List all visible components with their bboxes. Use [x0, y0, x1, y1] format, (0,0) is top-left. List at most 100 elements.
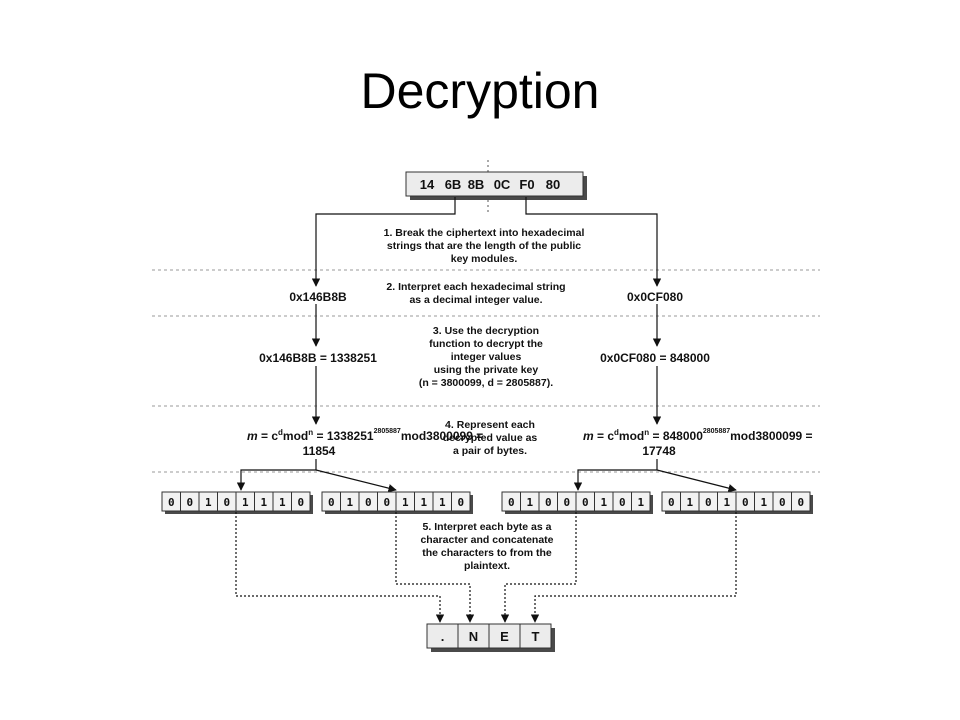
left-formula: m = cdmodn = 13382512805887mod3800099 = [247, 428, 483, 443]
bit-value: 0 [365, 496, 372, 509]
formula-m: m [583, 429, 594, 443]
bit-value: 1 [439, 496, 446, 509]
bit-value: 0 [619, 496, 626, 509]
right-result: 17748 [642, 444, 676, 458]
bit-value: 1 [686, 496, 693, 509]
left-decimal-value: 0x146B8B = 1338251 [259, 351, 377, 365]
bit-value: 0 [705, 496, 712, 509]
ciphertext-byte: 14 [420, 177, 435, 192]
step-5-line: character and concatenate [420, 534, 553, 546]
formula-m: m [247, 429, 258, 443]
bit-value: 0 [582, 496, 589, 509]
plaintext-cell [519, 623, 552, 649]
step-number: 3. [433, 325, 442, 337]
connector-right-split [525, 197, 662, 287]
bit-value: 0 [328, 496, 335, 509]
step-1-line: key modules. [451, 253, 518, 265]
step-number: 4. [445, 419, 454, 431]
bit-cell [451, 491, 471, 512]
bit-value: 1 [637, 496, 644, 509]
bit-value: 0 [742, 496, 749, 509]
bit-value: 0 [797, 496, 804, 509]
bit-value: 0 [297, 496, 304, 509]
formula-rest: mod3800099 = [730, 429, 812, 443]
ciphertext-byte: 6B [445, 177, 462, 192]
connector-byte4-to-t [530, 512, 737, 623]
connector-right-result-to-byte2 [656, 469, 737, 493]
bit-value: 0 [383, 496, 390, 509]
right-decimal-value: 0x0CF080 = 848000 [600, 351, 710, 365]
bit-cell [791, 491, 811, 512]
bit-value: 0 [223, 496, 230, 509]
bit-value: 0 [545, 496, 552, 509]
slide-title: Decryption [360, 63, 600, 119]
connector-left-split [311, 197, 456, 287]
plaintext-char: . [441, 629, 445, 644]
connector-byte2-to-n [395, 512, 475, 623]
bit-value: 1 [526, 496, 533, 509]
step-4-line: a pair of bytes. [453, 445, 527, 457]
ciphertext-byte: 8B [468, 177, 485, 192]
step-3-line: (n = 3800099, d = 2805887). [419, 377, 553, 389]
bit-value: 0 [668, 496, 675, 509]
plaintext-char: T [532, 629, 540, 644]
bit-value: 1 [723, 496, 730, 509]
bit-value: 1 [279, 496, 286, 509]
bit-value: 0 [563, 496, 570, 509]
step-3-line: using the private key [434, 364, 539, 376]
formula-base: = 1338251 [313, 429, 374, 443]
bit-value: 1 [760, 496, 767, 509]
step-number: 1. [384, 227, 393, 239]
step-3: 3. Use the decryption function to decryp… [419, 325, 553, 389]
step-1-line: strings that are the length of the publi… [387, 240, 581, 252]
plaintext-cell [457, 623, 490, 649]
step-2-line: 2. Interpret each hexadecimal string [386, 281, 565, 293]
connector-left-result-to-bytes [236, 459, 317, 491]
ciphertext-byte: F0 [519, 177, 534, 192]
bit-value: 0 [186, 496, 193, 509]
plaintext-char: N [469, 629, 478, 644]
step-3-line: integer values [451, 351, 522, 363]
step-2-line: as a decimal integer value. [409, 294, 542, 306]
formula-base: = 848000 [649, 429, 703, 443]
bit-value: 0 [508, 496, 515, 509]
plaintext-connectors [235, 512, 737, 623]
step-3-line: function to decrypt the [429, 338, 543, 350]
formula-rest: mod3800099 = [401, 429, 483, 443]
formula-exponent: 2805887 [374, 428, 401, 435]
step-number: 2. [386, 281, 395, 293]
connector-byte1-to-dot [235, 512, 445, 623]
bit-value: 1 [346, 496, 353, 509]
bit-cell [291, 491, 311, 512]
step-3-line: 3. Use the decryption [433, 325, 539, 337]
ciphertext-box: 14 6B 8B 0C F0 80 [405, 171, 587, 200]
bit-value: 0 [779, 496, 786, 509]
formula-sup-d: d [278, 428, 283, 437]
bit-cell [631, 491, 651, 512]
bit-value: 1 [402, 496, 409, 509]
connector-byte3-to-e [500, 512, 577, 623]
formula-eq-c: = c [594, 429, 615, 443]
ciphertext-byte: 0C [494, 177, 511, 192]
step-5: 5. Interpret each byte as a character an… [420, 521, 553, 572]
left-result: 11854 [303, 444, 336, 458]
formula-sup-n: n [644, 428, 649, 437]
right-hex-value: 0x0CF080 [627, 290, 683, 304]
step-2: 2. Interpret each hexadecimal string as … [386, 281, 565, 306]
left-hex-value: 0x146B8B [289, 290, 347, 304]
formula-eq-c: = c [258, 429, 279, 443]
bit-value: 0 [457, 496, 464, 509]
step-4: 4. Represent each decrypted value as a p… [443, 419, 538, 457]
ciphertext-byte: 80 [546, 177, 560, 192]
step-4-line: decrypted value as [443, 432, 538, 444]
bit-value: 0 [168, 496, 175, 509]
connectors [236, 197, 737, 493]
step-1: 1. Break the ciphertext into hexadecimal… [384, 227, 585, 265]
bit-value: 1 [420, 496, 427, 509]
